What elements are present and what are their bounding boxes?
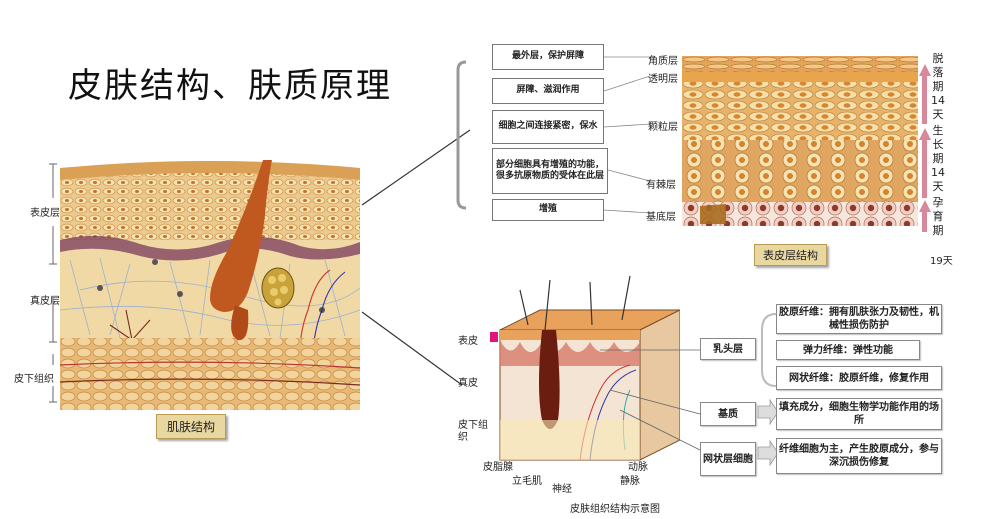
layer-reticular: 网状层细胞 bbox=[700, 442, 756, 476]
tissue-label-dermis: 真皮 bbox=[458, 378, 478, 389]
cycle-shed-days: 14天 bbox=[931, 94, 945, 121]
cycle-shed-label: 脱落期 bbox=[932, 52, 944, 93]
desc-reticular-fiber: 网状纤维：胶原纤维，修复作用 bbox=[776, 366, 942, 390]
layer-matrix: 基质 bbox=[700, 402, 756, 426]
layer-papillary: 乳头层 bbox=[700, 338, 756, 360]
note-stratum-granulosum: 细胞之间连接紧密，保水 bbox=[492, 110, 604, 144]
skin-structure-illustration bbox=[60, 160, 360, 410]
desc-collagen-fiber: 胶原纤维：拥有肌肤张力及韧性，机械性损伤防护 bbox=[776, 304, 942, 334]
pink-marker bbox=[490, 332, 498, 342]
part-label-sebaceous: 皮脂腺 bbox=[483, 462, 513, 473]
note-stratum-basale: 增殖 bbox=[492, 199, 604, 221]
layer-label-corneum: 角质层 bbox=[648, 56, 678, 67]
layer-label-granulosum: 颗粒层 bbox=[648, 122, 678, 133]
tissue-pointer-lines bbox=[600, 349, 701, 451]
layer-label-spinosum: 有棘层 bbox=[646, 180, 676, 191]
part-label-arrector: 立毛肌 bbox=[512, 476, 542, 487]
tissue-arrows bbox=[757, 313, 779, 467]
caption-skin-structure: 肌肤结构 bbox=[156, 414, 227, 439]
part-label-nerve: 神经 bbox=[552, 484, 572, 495]
part-label-artery: 动脉 bbox=[628, 462, 648, 473]
epidermis-layers-illustration bbox=[682, 56, 918, 226]
label-epidermis: 表皮层 bbox=[30, 208, 60, 219]
cycle-pregnant-days: 19天 bbox=[930, 256, 953, 267]
cycle-pregnant-label: 孕育期 bbox=[932, 196, 944, 237]
note-stratum-corneum: 最外层，保护屏障 bbox=[492, 44, 604, 70]
layer-pointer-lines bbox=[604, 56, 651, 214]
caption-tissue-structure: 皮肤组织结构示意图 bbox=[570, 504, 660, 515]
cycle-arrows bbox=[919, 64, 931, 232]
cycle-grow-label: 生长期 bbox=[932, 124, 944, 165]
label-subcutaneous: 皮下组织 bbox=[14, 374, 54, 385]
part-label-vein: 静脉 bbox=[620, 476, 640, 487]
page-title: 皮肤结构、肤质原理 bbox=[68, 66, 392, 106]
note-stratum-lucidum: 屏障、滋润作用 bbox=[492, 78, 604, 104]
desc-matrix: 填充成分，细胞生物学功能作用的场所 bbox=[776, 398, 942, 430]
desc-elastic-fiber: 弹力纤维：弹性功能 bbox=[776, 340, 920, 360]
left-bracket-lines bbox=[49, 163, 57, 403]
tissue-label-epidermis: 表皮 bbox=[458, 336, 478, 347]
label-dermis: 真皮层 bbox=[30, 296, 60, 307]
layer-label-basale: 基底层 bbox=[646, 212, 676, 223]
note-stratum-spinosum: 部分细胞具有增殖的功能，很多抗原物质的受体在此层 bbox=[492, 148, 608, 194]
tissue-label-subcutaneous: 皮下组织 bbox=[458, 420, 488, 443]
caption-epidermis-structure: 表皮层结构 bbox=[754, 244, 827, 266]
cycle-labels: 脱落期 14天 生长期 14天 孕育期 bbox=[931, 52, 945, 238]
layer-label-lucidum: 透明层 bbox=[648, 74, 678, 85]
cycle-grow-days: 14天 bbox=[931, 166, 945, 193]
desc-reticular-cells: 纤维细胞为主，产生胶原成分，参与深沉损伤修复 bbox=[776, 438, 942, 474]
skin-tissue-block-illustration bbox=[499, 275, 680, 461]
